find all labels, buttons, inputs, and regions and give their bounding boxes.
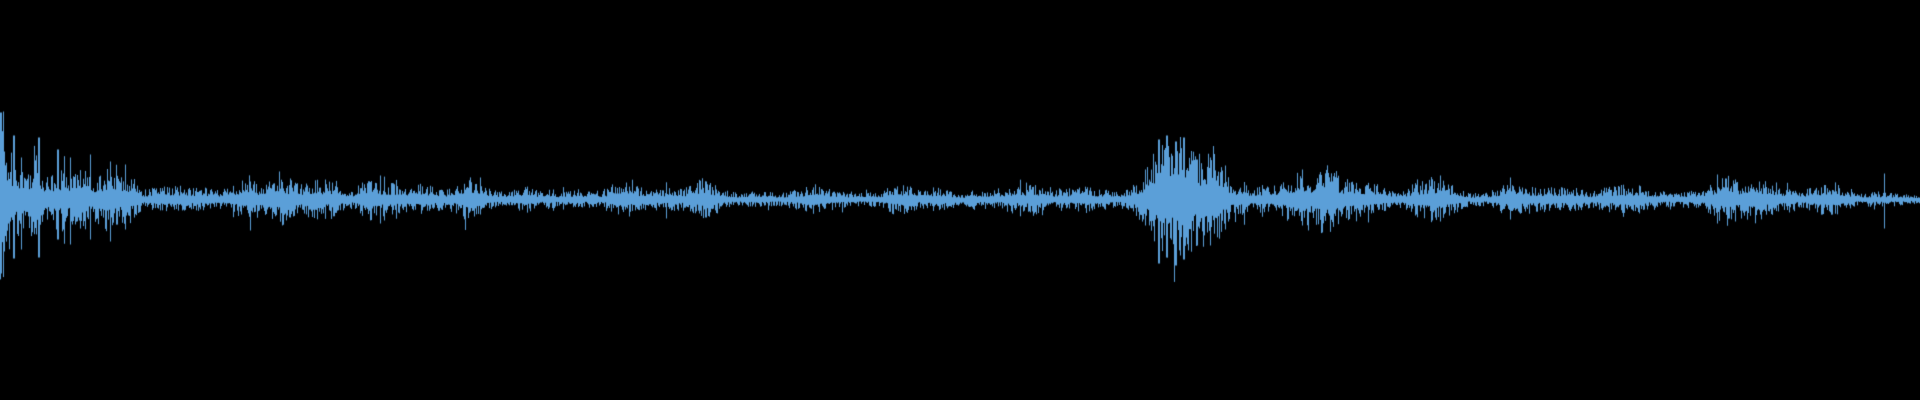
audio-waveform-panel [0,0,1920,400]
audio-waveform-canvas [0,0,1920,400]
